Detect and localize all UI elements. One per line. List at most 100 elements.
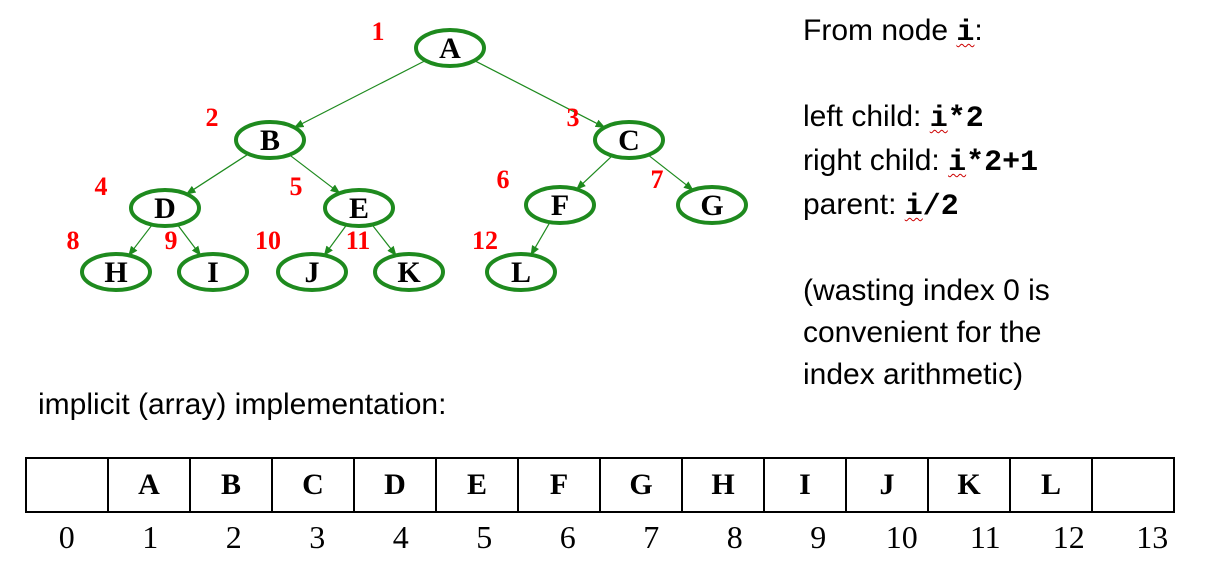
array-index-7: 7 — [643, 519, 660, 555]
tree-node-G: G7 — [651, 165, 748, 225]
array-index-8: 8 — [726, 519, 743, 555]
array-cell-6: F — [517, 457, 601, 513]
tree-node-D: D4 — [95, 172, 201, 228]
node-index-label: 5 — [290, 172, 303, 201]
node-label: B — [260, 124, 280, 157]
node-index-label: 11 — [346, 226, 371, 255]
edge-D-I — [177, 224, 202, 257]
array-cell-5: E — [435, 457, 519, 513]
array-index-0: 0 — [58, 519, 75, 555]
remark-line-2: convenient for the — [803, 316, 1042, 349]
edge-E-K — [371, 224, 397, 257]
tree-node-C: C3 — [567, 103, 665, 160]
array-index-12: 12 — [1052, 519, 1085, 555]
node-ellipse — [276, 252, 348, 292]
node-index-label: 6 — [497, 165, 510, 194]
node-ellipse — [485, 252, 557, 292]
edge-F-L — [530, 221, 551, 256]
array-cell-0 — [25, 457, 109, 513]
array-index-4: 4 — [392, 519, 409, 555]
left-child-formula: left child: i*2 — [803, 100, 984, 136]
tree-node-L: L 12 — [472, 226, 557, 292]
array-cell-4: D — [353, 457, 437, 513]
node-ellipse — [323, 188, 395, 228]
node-label: F — [551, 189, 569, 222]
parent-formula: parent: i/2 — [803, 188, 959, 224]
array-index-10: 10 — [885, 519, 918, 555]
node-ellipse — [177, 252, 249, 292]
array-cell-13 — [1091, 457, 1175, 513]
array-cell-8: H — [681, 457, 765, 513]
node-label: C — [618, 124, 640, 157]
array-cell-10: J — [845, 457, 929, 513]
node-label: E — [349, 192, 369, 225]
node-ellipse — [414, 28, 486, 68]
node-index-label: 12 — [472, 226, 498, 255]
edge-C-F — [575, 155, 613, 190]
node-label: L — [511, 256, 531, 289]
index-formula-notes: From node i: left child: i*2 right child… — [803, 10, 1050, 396]
node-index-label: 10 — [255, 226, 281, 255]
array-cell-2: B — [189, 457, 273, 513]
node-label: H — [104, 256, 127, 289]
node-label: J — [305, 256, 320, 289]
node-ellipse — [593, 120, 665, 160]
tree-node-B: B2 — [206, 103, 306, 160]
edge-C-G — [647, 154, 694, 191]
tree-node-I: I9 — [165, 226, 249, 292]
node-label: A — [439, 32, 461, 65]
tree-node-H: H8 — [67, 226, 152, 292]
array-index-1: 1 — [142, 519, 159, 555]
edge-B-E — [289, 154, 341, 194]
node-index-label: 1 — [372, 17, 385, 46]
node-index-label: 9 — [165, 226, 178, 255]
array-index-9: 9 — [810, 519, 827, 555]
tree-node-K: K 11 — [346, 226, 445, 292]
array-index-5: 5 — [476, 519, 493, 555]
array-cell-1: A — [107, 457, 191, 513]
node-ellipse — [676, 185, 748, 225]
array-index-11: 11 — [969, 519, 1001, 555]
tree-node-A: A1 — [372, 17, 486, 68]
node-index-label: 3 — [567, 103, 580, 132]
node-ellipse — [524, 185, 596, 225]
remark-line-3: index arithmetic) — [803, 358, 1024, 391]
edge-E-J — [323, 224, 348, 257]
node-label: K — [397, 256, 421, 289]
tree-node-E: E5 — [290, 172, 395, 228]
node-ellipse — [129, 188, 201, 228]
node-label: I — [207, 256, 219, 289]
node-ellipse — [234, 120, 306, 160]
node-index-label: 8 — [67, 226, 80, 255]
tree-node-J: J 10 — [255, 226, 348, 292]
array-index-3: 3 — [309, 519, 326, 555]
node-index-label: 7 — [651, 165, 664, 194]
edge-B-D — [185, 153, 249, 195]
node-ellipse — [80, 252, 152, 292]
node-ellipse — [373, 252, 445, 292]
right-child-formula: right child: i*2+1 — [803, 144, 1039, 180]
implementation-label: implicit (array) implementation: — [38, 388, 447, 421]
array-cell-9: I — [763, 457, 847, 513]
node-label: G — [700, 189, 723, 222]
array-cell-12: L — [1009, 457, 1093, 513]
array-index-6: 6 — [559, 519, 576, 555]
array-index-2: 2 — [225, 519, 242, 555]
array-cell-11: K — [927, 457, 1011, 513]
edge-A-B — [293, 59, 426, 129]
node-label: D — [154, 192, 176, 225]
node-index-label: 4 — [95, 172, 108, 201]
edge-D-H — [128, 224, 153, 257]
tree-node-F: F6 — [497, 165, 596, 225]
node-index-label: 2 — [206, 103, 219, 132]
notes-title: From node i: — [803, 14, 983, 50]
array-index-13: 13 — [1136, 519, 1169, 555]
array-cell-3: C — [271, 457, 355, 513]
edge-A-C — [474, 60, 606, 128]
remark-line-1: (wasting index 0 is — [803, 274, 1050, 307]
array-cell-7: G — [599, 457, 683, 513]
